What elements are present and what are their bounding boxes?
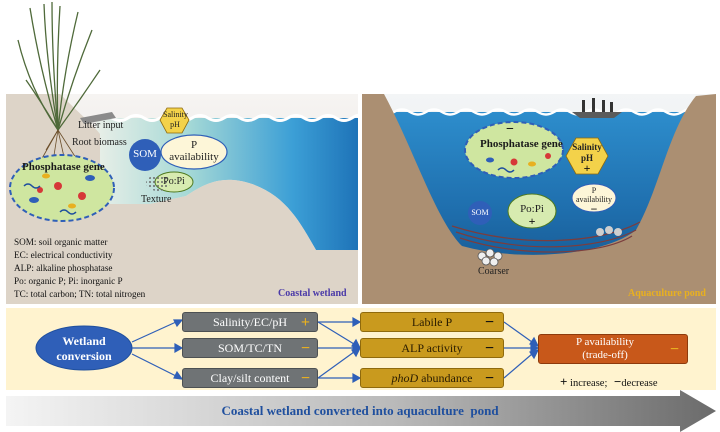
texture-label: Texture (141, 194, 172, 205)
outcome-sign: − (669, 341, 679, 358)
popi-label-left: Po:Pi (163, 176, 185, 187)
factor-som-sign: − (300, 340, 310, 357)
mediator-labile-p-box: Labile P − (360, 312, 504, 332)
abbreviation-2: EC: electrical conductivity (14, 250, 113, 260)
salinity-sign-right: + (583, 161, 591, 175)
factor-salinity-box: Salinity/EC/pH + (182, 312, 318, 332)
bottom-arrow-shape (6, 390, 716, 432)
salinity-label-right: Salinity (572, 142, 602, 152)
mediator-phod-italic: phoD (391, 370, 419, 385)
litter-icon (80, 112, 116, 124)
factor-som-label: SOM/TC/TN (217, 340, 282, 355)
wetland-conversion-label-2: conversion (56, 349, 112, 363)
salinity-hexagon-left (159, 107, 190, 134)
factor-som-box: SOM/TC/TN − (182, 338, 318, 358)
phosphatase-sign-right: − (506, 122, 514, 137)
litter-input-label: Litter input (78, 120, 124, 131)
pond-waves (361, 108, 704, 116)
phosphatase-ellipse-right (464, 121, 564, 179)
legend-minus-text: decrease (621, 378, 658, 389)
flow-arrows (131, 316, 540, 384)
grass-icon (17, 1, 101, 131)
salinity-label-left: Salinity (163, 110, 188, 119)
microbes-icon-right (486, 153, 551, 173)
abbreviation-3: ALP: alkaline phosphatase (14, 263, 113, 273)
bottom-arrow-label: Coastal wetland converted into aquacultu… (221, 403, 499, 418)
legend-minus-symbol: − (613, 374, 622, 389)
wetland-soil (6, 94, 358, 304)
mediator-alp-label: ALP activity (401, 340, 463, 355)
p-availability-label-right-1: P (591, 186, 597, 195)
phosphatase-ellipse-left (9, 154, 115, 222)
abbreviation-5: TC: total carbon; TN: total nitrogen (14, 289, 146, 299)
wetland-waves (95, 114, 360, 122)
legend-plus-text: increase; (570, 378, 608, 389)
mediator-phod-label: phoD abundance (392, 371, 473, 386)
salinity-hexagon-right (565, 137, 609, 175)
phosphatase-gene-label-right: Phosphatase gene (480, 138, 563, 150)
mediator-phod-rest: abundance (418, 370, 473, 385)
som-label-right: SOM (471, 208, 489, 217)
som-circle-left (129, 139, 161, 171)
popi-label-right: Po:Pi (520, 203, 544, 215)
boat-icon (572, 98, 622, 118)
p-availability-label-left-1: P (190, 139, 198, 151)
factor-salinity-label: Salinity/EC/pH (212, 314, 287, 329)
texture-icon (146, 175, 170, 191)
pebbles-icon (477, 248, 503, 267)
outcome-label-1: P availability (576, 336, 634, 348)
som-circle-right (468, 201, 492, 225)
som-label-left: SOM (133, 148, 157, 160)
outcome-box: P availability (trade-off) − (538, 334, 688, 364)
wetland-conversion-label-1: Wetland (62, 334, 106, 348)
p-sign-right: − (590, 202, 598, 216)
p-availability-ellipse-left (160, 134, 228, 170)
mediator-phod-sign: − (484, 370, 494, 387)
factor-clay-sign: − (300, 370, 310, 387)
mediator-alp-box: ALP activity − (360, 338, 504, 358)
aquaculture-pond-label: Aquaculture pond (628, 288, 706, 299)
mediator-labile-p-sign: − (484, 314, 494, 331)
mediator-phod-box: phoD abundance − (360, 368, 504, 388)
popi-ellipse-right (507, 193, 557, 229)
outcome-label-2: (trade-off) (582, 349, 628, 361)
root-biomass-label: Root biomass (72, 137, 127, 148)
abbreviation-4: Po: organic P; Pi: inorganic P (14, 276, 123, 286)
p-availability-ellipse-right (571, 183, 617, 213)
abbreviation-1: SOM: soil organic matter (14, 237, 108, 247)
p-availability-label-left-2: availability (169, 151, 219, 163)
coarser-label: Coarser (478, 266, 510, 277)
sediment-layers (451, 221, 641, 253)
ph-label-left: pH (170, 120, 180, 129)
factor-clay-label: Clay/silt content (210, 370, 290, 385)
mediator-labile-p-label: Labile P (411, 314, 453, 329)
coastal-wetland-label: Coastal wetland (278, 288, 347, 299)
crabs-icon (596, 226, 622, 236)
legend-plus-symbol: + (560, 374, 568, 389)
pond-banks (362, 94, 716, 304)
legend: + increase; −decrease (560, 374, 658, 390)
factor-clay-box: Clay/silt content − (182, 368, 318, 388)
microbes-icon (23, 173, 95, 215)
ph-label-right: pH (580, 153, 593, 163)
factor-salinity-sign: + (300, 314, 310, 331)
mediator-alp-sign: − (484, 340, 494, 357)
p-availability-label-right-2: availability (576, 195, 612, 204)
phosphatase-gene-label-left: Phosphatase gene (22, 161, 105, 173)
popi-sign-right: + (528, 214, 536, 228)
